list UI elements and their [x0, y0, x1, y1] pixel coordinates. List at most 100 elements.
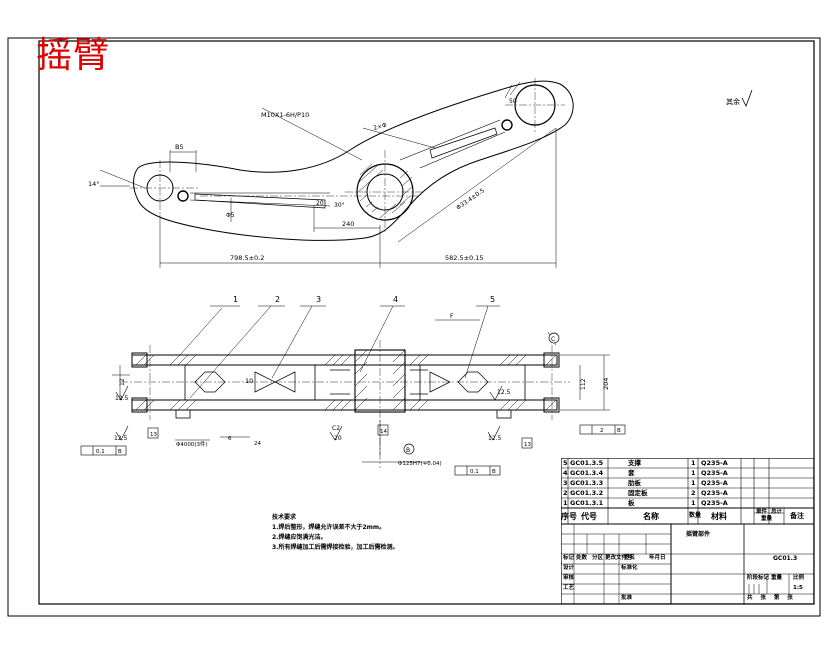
- tol-bottom-value: 0.1: [470, 469, 479, 475]
- dim-left-length: 798.5±0.2: [230, 254, 264, 262]
- part-1-name: 板: [628, 499, 635, 507]
- part-5-code: GC01.3.5: [570, 459, 604, 467]
- part-4-qty: 1: [691, 469, 696, 477]
- label-sign: 签名: [624, 555, 636, 561]
- header-name: 名称: [643, 512, 659, 521]
- label-zone: 分区: [592, 555, 604, 561]
- top-view-hatch: [356, 163, 414, 219]
- dim-b5: B5: [175, 143, 184, 151]
- datum-b-label: B: [406, 447, 410, 454]
- tolerance-frames: [80, 424, 626, 476]
- dim-inner: 112: [580, 378, 587, 390]
- balloon-2: 2: [275, 295, 280, 304]
- header-no: 序号: [561, 512, 577, 521]
- part-2-no: 2: [563, 489, 568, 497]
- thread-callout: M10X1-6H/P10: [261, 111, 309, 119]
- roughness-c: C2: [332, 425, 340, 432]
- balloon-5: 5: [490, 295, 495, 304]
- balloon-1: 1: [233, 295, 238, 304]
- phi-callout: Φ4000(3件): [176, 440, 208, 448]
- part-1-code: GC01.3.1: [570, 499, 604, 507]
- dim-10: 10: [245, 377, 253, 385]
- label-standard: 标准化: [621, 565, 638, 571]
- label-mark: 标记: [563, 555, 575, 561]
- part-4-mat: Q235-A: [701, 469, 728, 477]
- tol-right-datum: B: [617, 428, 621, 434]
- dim-20: 20: [316, 200, 324, 207]
- title-block: 5 GC01.3.5 支撑 1 Q235-A 4 GC01.3.4 套 1 Q2…: [561, 458, 814, 604]
- drawing-name: 摇臂部件: [686, 531, 711, 538]
- title-block-grid: [561, 458, 814, 604]
- tech-notes-heading: 技术要求: [272, 514, 297, 521]
- dim-13-left: 13: [150, 432, 157, 438]
- section-hatching: [135, 349, 557, 411]
- balloon-3: 3: [316, 295, 321, 304]
- part-2-mat: Q235-A: [701, 489, 728, 497]
- dim-slot: 2×Φ: [373, 122, 388, 132]
- tech-note-line-3: 3.所有焊缝加工后需焊接检验，加工后需检测。: [272, 544, 399, 551]
- label-change-no: 更改文件号: [605, 555, 633, 561]
- balloon-leaders: [179, 305, 500, 399]
- header-code: 代号: [581, 512, 597, 521]
- weld-callout: 6: [228, 436, 232, 442]
- part-1-no: 1: [563, 499, 568, 507]
- dim-12: 12: [119, 378, 126, 386]
- header-total-weight: 总计: [771, 509, 783, 515]
- part-2-name: 固定板: [628, 489, 648, 497]
- angle-left-label: 14°: [88, 180, 100, 188]
- roughness-left: 12.5: [115, 395, 129, 402]
- part-1-qty: 1: [691, 499, 696, 507]
- balloon-4: 4: [393, 295, 398, 304]
- outer-frame: [7, 37, 821, 617]
- part-3-no: 3: [563, 479, 568, 487]
- header-weight: 重量: [761, 516, 773, 522]
- dim-30-deg: 30°: [334, 202, 345, 209]
- label-count: 处数: [576, 555, 588, 561]
- part-3-name: 肋板: [628, 479, 641, 487]
- section-view: [131, 349, 560, 419]
- part-1-mat: Q235-A: [701, 499, 728, 507]
- label-design: 设计: [563, 565, 575, 571]
- part-3-mat: Q235-A: [701, 479, 728, 487]
- label-f: F: [450, 313, 454, 320]
- tech-note-line-2: 2.焊缝应饱满光洁。: [272, 534, 327, 541]
- label-stage: 阶段标记: [747, 575, 770, 581]
- section-dimensions: [112, 319, 610, 463]
- fit-callout: Φ125H7(+0.04): [398, 461, 442, 467]
- part-5-name: 支撑: [628, 459, 641, 467]
- dim-20-c: 20: [334, 435, 342, 442]
- drawing-title: 摇臂: [36, 35, 111, 76]
- weld-callout-2: 24: [254, 441, 261, 447]
- tol-right-value: 2: [600, 428, 604, 434]
- part-5-qty: 1: [691, 459, 696, 467]
- header-remark: 备注: [790, 512, 804, 520]
- dim-diagonal: Φ33.4±0.5: [455, 187, 486, 212]
- part-3-code: GC01.3.3: [570, 479, 604, 487]
- scale-value: 1:5: [793, 585, 803, 591]
- tol-bottom-datum: B: [492, 469, 496, 475]
- technical-notes: 技术要求 1.焊后整形，焊缝允许误差不大于2mm。 2.焊缝应饱满光洁。 3.所…: [272, 513, 398, 553]
- datum-symbols: [403, 332, 560, 455]
- part-5-mat: Q235-A: [701, 459, 728, 467]
- dim-right-top: 50: [509, 98, 517, 105]
- inner-frame: [38, 40, 815, 605]
- header-unit-weight: 单件: [756, 509, 768, 515]
- dim-204: 204: [602, 378, 610, 390]
- label-approve: 批准: [621, 595, 633, 601]
- part-2-qty: 2: [691, 489, 696, 497]
- label-check: 审核: [563, 575, 575, 581]
- tol-left-datum: B: [118, 449, 122, 455]
- label-weight: 重量: [771, 575, 783, 581]
- section-centerlines: [120, 340, 570, 468]
- label-craft: 工艺: [563, 585, 575, 591]
- part-2-code: GC01.3.2: [570, 489, 604, 497]
- roughness-marks: [115, 385, 503, 441]
- tol-left-value: 0.1: [96, 449, 105, 455]
- dim-13-right: 13: [524, 442, 531, 448]
- datum-c-label: C: [551, 336, 555, 343]
- top-view-centerlines: [130, 78, 565, 232]
- tech-note-line-1: 1.焊后整形，焊缝允许误差不大于2mm。: [272, 524, 386, 531]
- roughness-br: 12.5: [488, 435, 502, 442]
